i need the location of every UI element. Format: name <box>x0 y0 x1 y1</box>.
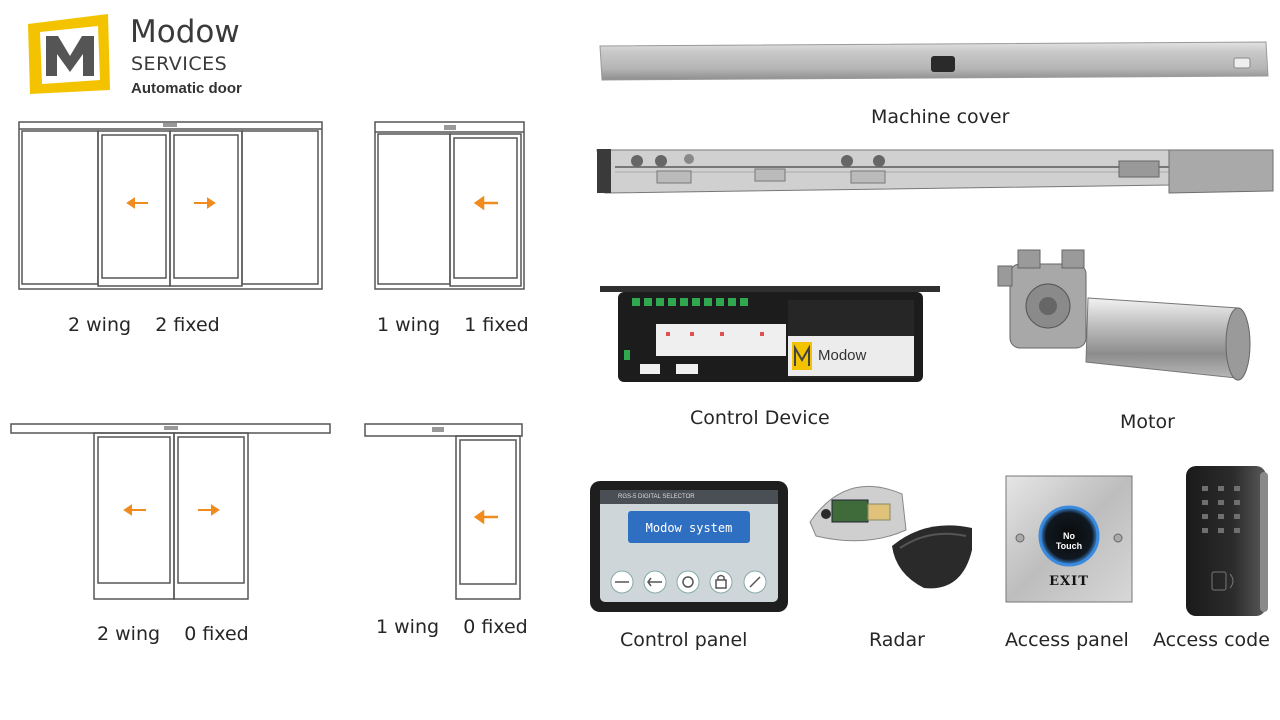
brand-name: Modow <box>130 14 240 50</box>
access-panel-exit-sign: EXIT <box>1049 574 1089 589</box>
control-panel-header: RGS-5 DIGITAL SELECTOR <box>618 494 695 500</box>
door-config-label-1w0f: 1 wing 0 fixed <box>376 616 528 638</box>
control-device-brand: Modow <box>818 347 867 364</box>
machine-cover-image <box>599 41 1269 81</box>
motor-label: Motor <box>1120 411 1175 433</box>
control-device-label: Control Device <box>690 407 830 429</box>
control-device-image <box>600 286 940 382</box>
control-panel-display: Modow system <box>645 521 733 535</box>
access-code-label: Access code <box>1153 629 1270 651</box>
door-diagram-1-wing-0-fixed <box>364 423 523 600</box>
access-panel-image <box>1005 475 1133 603</box>
door-config-label-2w2f: 2 wing 2 fixed <box>68 314 220 336</box>
door-config-label-1w1f: 1 wing 1 fixed <box>377 314 529 336</box>
brand-logo <box>28 14 110 94</box>
brand-tagline: Automatic door <box>131 80 242 97</box>
control-panel-image <box>590 481 788 612</box>
motor-image <box>997 249 1251 381</box>
radar-image <box>809 486 972 589</box>
access-panel-button-text: No Touch <box>1055 531 1083 551</box>
door-diagram-1-wing-1-fixed <box>374 121 525 290</box>
brand-subtitle: SERVICES <box>131 53 228 75</box>
door-config-label-2w0f: 2 wing 0 fixed <box>97 623 249 645</box>
door-diagram-2-wing-0-fixed <box>10 423 331 600</box>
machine-cover-label: Machine cover <box>871 106 1010 128</box>
door-diagram-2-wing-2-fixed <box>18 121 323 290</box>
access-panel-label: Access panel <box>1005 629 1129 651</box>
operator-track-image <box>596 149 1274 194</box>
radar-label: Radar <box>869 629 925 651</box>
access-code-keypad-image <box>1186 466 1268 616</box>
control-panel-label: Control panel <box>620 629 748 651</box>
